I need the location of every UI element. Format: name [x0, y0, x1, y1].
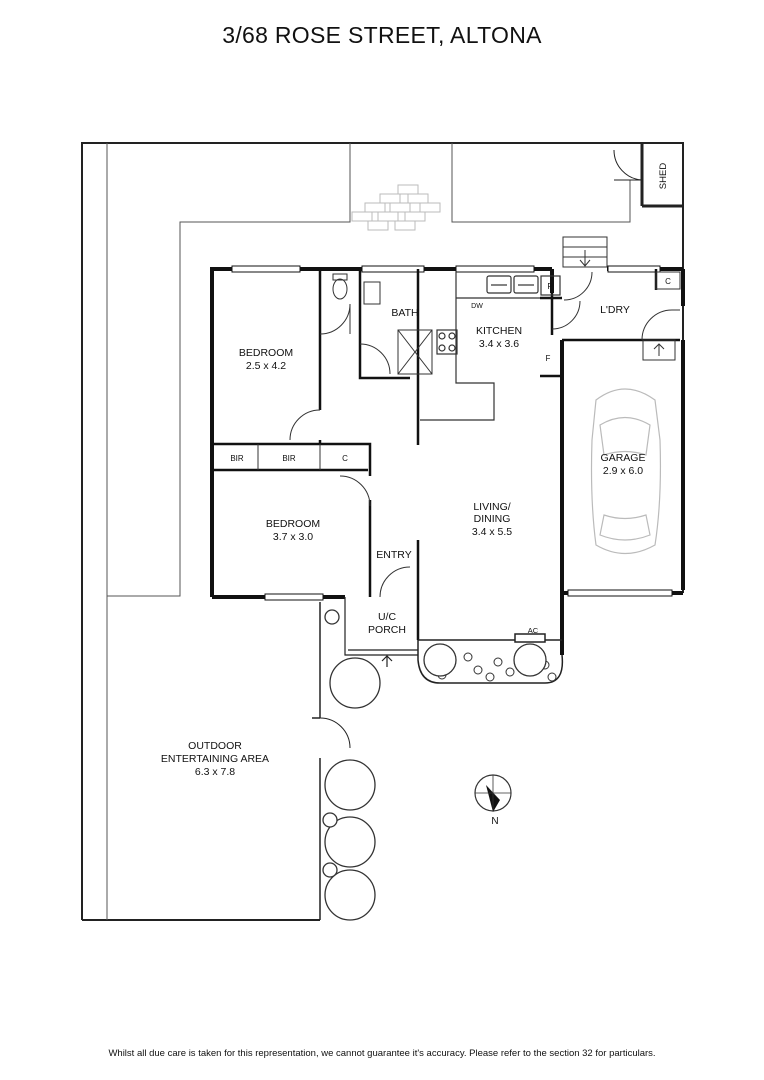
- room-size-garage: 2.9 x 6.0: [603, 465, 643, 477]
- rear-steps: [562, 236, 608, 268]
- car-outline: [590, 388, 662, 554]
- room-size-kitchen: 3.4 x 3.6: [479, 338, 519, 350]
- cupboard-label-1: C: [342, 454, 348, 463]
- outdoor-fence: [312, 602, 351, 920]
- disclaimer-text: Whilst all due care is taken for this re…: [108, 1048, 656, 1059]
- windows: [231, 265, 673, 601]
- room-label-bath: BATH: [391, 307, 418, 319]
- room-label-laundry: L'DRY: [600, 304, 630, 316]
- porch: [344, 597, 418, 667]
- shrubs: [322, 609, 547, 921]
- room-label-bedroom-1: BEDROOM: [239, 347, 293, 359]
- room-label-entry: ENTRY: [376, 549, 411, 561]
- door-swings: [289, 271, 680, 598]
- dishwasher-label: DW: [471, 303, 483, 310]
- bir-label-2: BIR: [282, 454, 296, 463]
- room-label-outdoor-1: OUTDOOR: [188, 740, 242, 752]
- fridge-label: F: [546, 354, 551, 363]
- room-label-bedroom-2: BEDROOM: [266, 518, 320, 530]
- ac-label: AC: [528, 626, 539, 635]
- garden-pebbles: [437, 652, 557, 682]
- north-label: N: [491, 816, 498, 827]
- fence-lines: [106, 143, 631, 920]
- room-label-porch-1: U/C: [378, 611, 397, 623]
- room-label-outdoor-2: ENTERTAINING AREA: [161, 753, 269, 765]
- kitchen-bench: [420, 272, 561, 421]
- room-label-living-2: DINING: [474, 513, 511, 525]
- room-size-bedroom-2: 3.7 x 3.0: [273, 531, 313, 543]
- paving-pattern: [351, 184, 441, 231]
- garden-bed: [417, 633, 564, 684]
- bir-label-1: BIR: [230, 454, 244, 463]
- north-compass: [474, 774, 512, 812]
- pantry-label: P: [547, 282, 552, 291]
- shed: [613, 143, 683, 208]
- cupboard-label-2: C: [665, 277, 671, 286]
- room-size-bedroom-1: 2.5 x 4.2: [246, 360, 286, 372]
- garage-step: [642, 339, 676, 361]
- cupboards: [257, 271, 681, 470]
- room-label-garage: GARAGE: [601, 452, 646, 464]
- room-size-living: 3.4 x 5.5: [472, 526, 512, 538]
- room-label-kitchen: KITCHEN: [476, 325, 522, 337]
- page-title: 3/68 ROSE STREET, ALTONA: [222, 22, 542, 48]
- room-label-shed: SHED: [658, 163, 669, 190]
- site-boundary: [81, 142, 684, 921]
- bath-fixtures: [332, 273, 433, 375]
- room-size-outdoor: 6.3 x 7.8: [195, 766, 235, 778]
- room-label-living-1: LIVING/: [473, 501, 510, 513]
- room-label-porch-2: PORCH: [368, 624, 406, 636]
